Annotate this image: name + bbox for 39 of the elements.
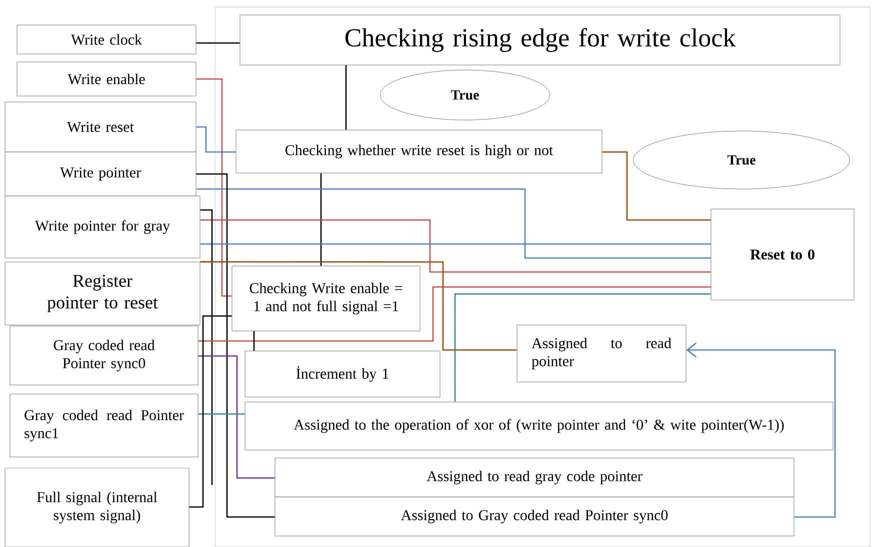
connector-line (200, 243, 711, 245)
connector-line (345, 65, 347, 130)
process-box: Checking whether write reset is high or not (236, 130, 602, 174)
connector-line (200, 209, 213, 485)
connector-line (602, 151, 711, 221)
connector-line (196, 173, 275, 518)
ellipse-label: True (380, 70, 550, 120)
process-box: Assigned to read gray code pointer (274, 458, 794, 498)
process-box: Assigned to the operation of xor of (write pointer and ‘0’ & wite pointer(W-1)) (244, 402, 834, 450)
process-box: Write pointer for gray (4, 196, 200, 258)
process-box: Register pointer to reset (4, 262, 200, 326)
process-box: Full signal (internal system signal) (4, 468, 190, 547)
process-box: Reset to 0 (710, 208, 854, 300)
connector-line (196, 42, 240, 44)
process-box: İncrement by 1 (244, 350, 440, 398)
process-box: Write pointer (4, 152, 196, 196)
process-box: Assigned to read pointer (516, 324, 686, 382)
connector-line (196, 78, 232, 297)
process-box: Gray coded read Pointer sync0 (10, 326, 198, 386)
process-box: Checking Write enable = 1 and not full signal =1 (232, 266, 420, 332)
connector-line (196, 126, 236, 153)
connector-line (198, 413, 245, 415)
connector-line (454, 293, 711, 402)
connector-line (253, 331, 255, 351)
process-box: Write clock (16, 24, 196, 54)
ellipse-label: True (633, 130, 850, 190)
connector-line (200, 261, 517, 351)
process-box: Assigned to Gray coded read Pointer sync0 (274, 496, 794, 536)
connector-line (320, 173, 322, 266)
process-box: Write enable (16, 62, 196, 96)
connector-line (686, 342, 836, 518)
process-box: Gray coded read Pointer sync1 (10, 394, 198, 458)
process-box: Write reset (4, 102, 196, 152)
process-box: Checking rising edge for write clock (240, 14, 840, 66)
connector-line (198, 286, 711, 342)
connector-line (189, 315, 232, 508)
connector-line (200, 219, 711, 273)
connector-line (196, 188, 711, 259)
connector-line (198, 355, 275, 479)
